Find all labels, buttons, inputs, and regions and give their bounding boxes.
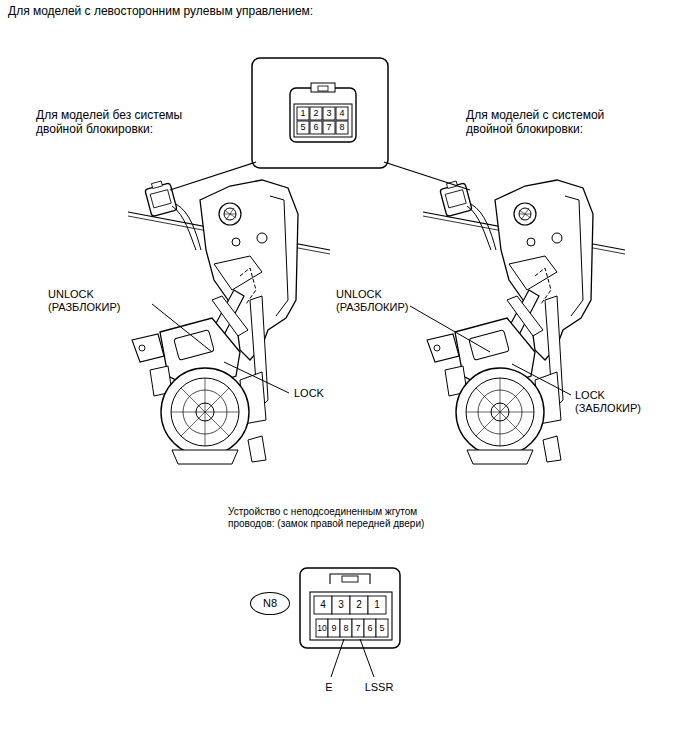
position-label: UNLOCK (РАЗБЛОКИР) [48,288,120,314]
connector-code: N8 [250,592,290,615]
position-label: LOCK (ЗАБЛОКИР) [575,389,641,415]
inset-leader [384,162,470,190]
leader-line [331,639,344,677]
pin-number: 3 [326,109,331,118]
pin-number: 10 [317,624,326,633]
pin-number: 1 [300,109,305,118]
connector-face [290,83,356,142]
leader-line [410,306,490,352]
signal-name: E [325,682,332,693]
node-text: N8 [263,598,277,609]
pin-number: 8 [339,123,344,132]
pin-number: 5 [300,123,305,132]
leader-line [224,362,289,393]
connector-n8 [300,568,400,648]
pin-number: 2 [356,600,362,610]
connector-caption: Устройство с неподсоединенным жгутом про… [228,506,463,530]
pin-number: 6 [367,624,372,633]
position-label: LOCK [294,387,324,400]
pin-number: 7 [326,123,331,132]
pin-number: 9 [331,624,336,633]
pin-number: 4 [320,600,326,610]
leader-line [152,304,212,352]
pin-number: 3 [338,600,344,610]
pin-number: 4 [339,109,344,118]
variant-heading: Для моделей с системой двойной блокировк… [466,108,636,137]
pin-number: 8 [343,624,348,633]
inset-leader [170,162,256,190]
pin-number: 2 [313,109,318,118]
leader-line [512,364,571,395]
pin-number: 5 [379,624,384,633]
heading: Для моделей с левосторонним рулевым упра… [8,4,313,18]
signal-name: LSSR [365,682,394,693]
position-label: UNLOCK (РАЗБЛОКИР) [336,288,408,314]
pin-number: 6 [313,123,318,132]
pin-number: 7 [355,624,360,633]
leader-line [360,639,374,677]
inset-frame [252,58,388,168]
door-lock-right [423,179,625,464]
variant-heading: Для моделей без системы двойной блокиров… [36,108,206,137]
door-lock-left [128,179,330,464]
pin-number: 1 [374,600,380,610]
